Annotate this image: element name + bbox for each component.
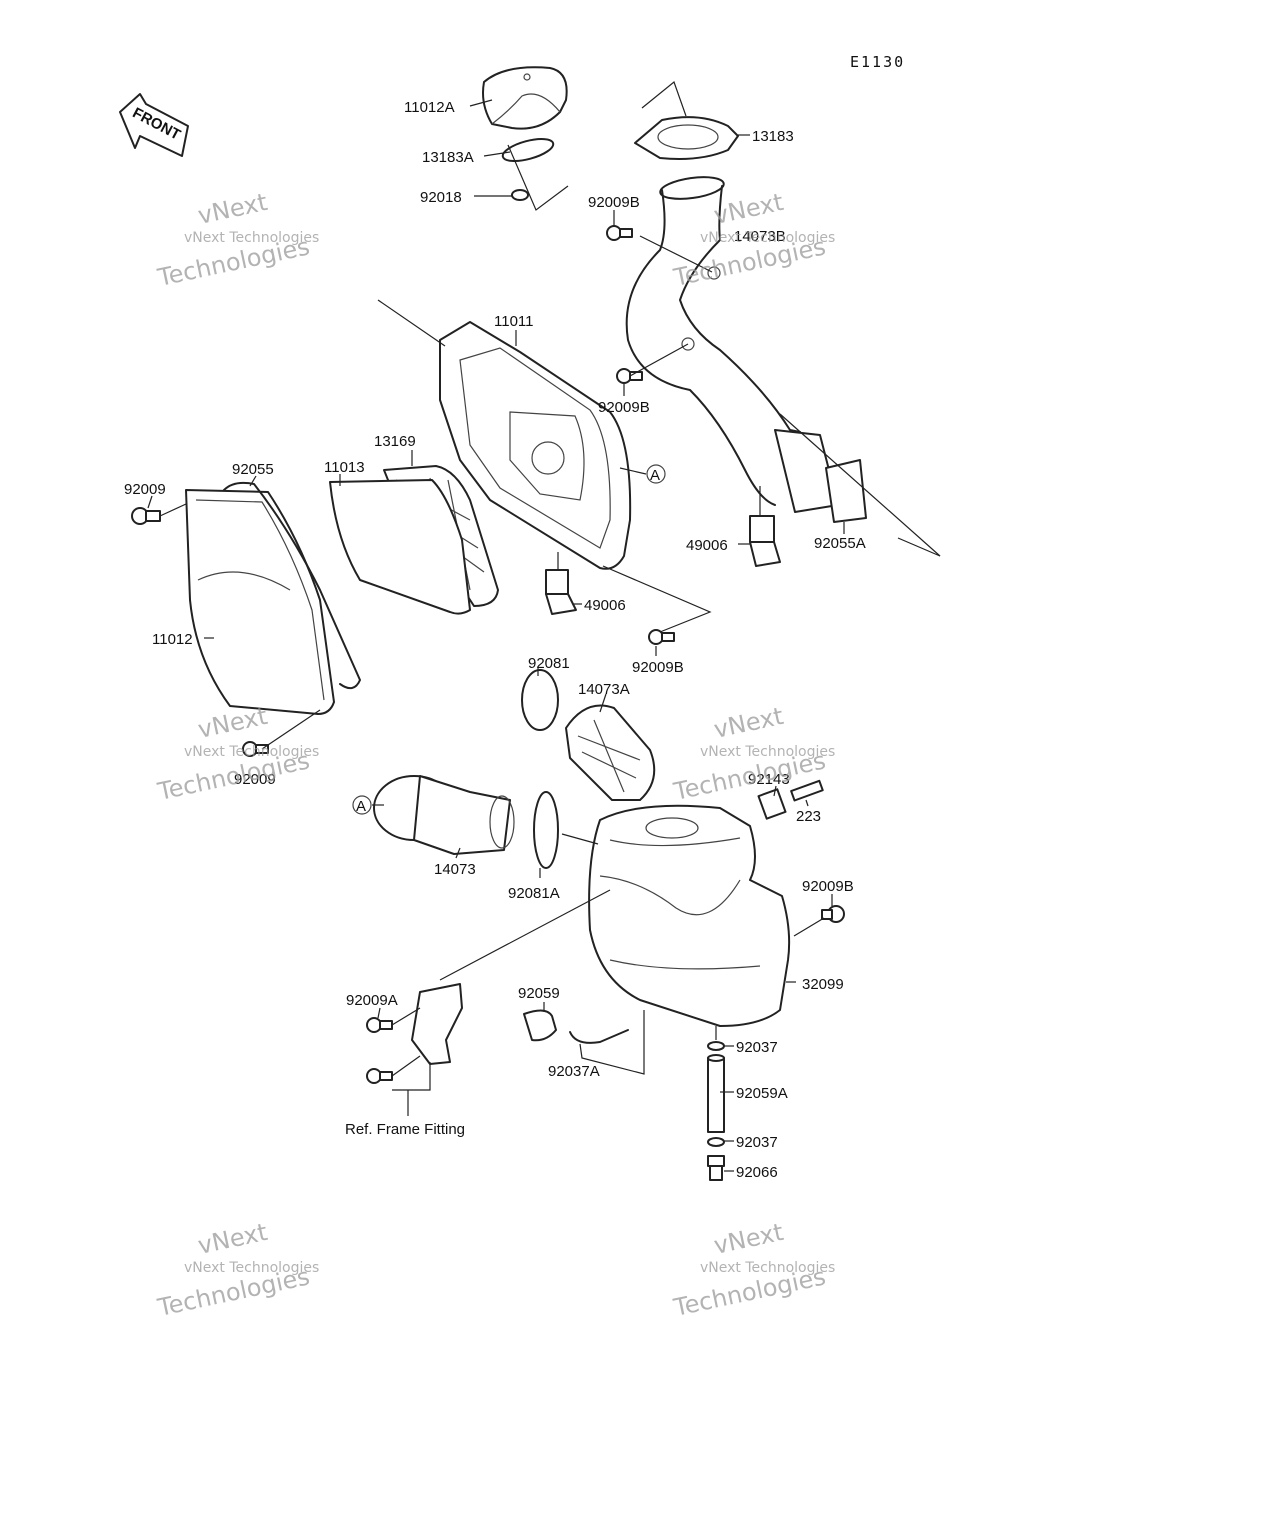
watermark-3: vNext Technologies vNext Technologies — [154, 702, 319, 806]
label-13183a: 13183A — [422, 149, 474, 166]
label-14073a: 14073A — [578, 681, 630, 698]
label-49006-1: 49006 — [584, 597, 626, 614]
label-13183: 13183 — [752, 128, 794, 145]
watermark-5: vNext Technologies vNext Technologies — [154, 1218, 319, 1322]
collar-92143 — [757, 788, 787, 820]
svg-text:vNext Technologies: vNext Technologies — [700, 1260, 835, 1276]
label-223: 223 — [796, 808, 821, 825]
label-14073: 14073 — [434, 861, 476, 878]
bolt-92009b-4-icon — [821, 905, 845, 923]
duct-14073b — [625, 176, 839, 513]
marker-a-2: A — [352, 795, 372, 815]
svg-text:A: A — [650, 467, 660, 484]
gasket-92055a — [825, 459, 867, 523]
watermark-1: vNext Technologies vNext Technologies — [154, 188, 319, 292]
svg-text:vNext: vNext — [711, 1218, 785, 1260]
label-92009-2: 92009 — [234, 771, 276, 788]
bolt-92009b-3-icon — [648, 629, 675, 645]
svg-text:vNext Technologies: vNext Technologies — [184, 1260, 319, 1276]
svg-text:vNext: vNext — [195, 1218, 269, 1260]
clip-92037-2 — [707, 1137, 725, 1147]
cover-11012 — [185, 489, 335, 715]
gasket-92055 — [223, 481, 361, 690]
svg-text:vNext Technologies: vNext Technologies — [184, 744, 319, 760]
plug-92066 — [707, 1155, 725, 1181]
bolt-92009b-1-icon — [606, 225, 633, 241]
label-11011: 11011 — [494, 313, 534, 330]
label-92081: 92081 — [528, 655, 570, 672]
clamp-92081 — [521, 669, 559, 731]
marker-a-1: A — [646, 464, 666, 484]
flange-13183 — [634, 116, 739, 160]
watermark-2: vNext Technologies vNext Technologies — [670, 188, 835, 292]
cap-11012a — [482, 66, 568, 130]
filter-11013 — [329, 479, 471, 615]
label-92059: 92059 — [518, 985, 560, 1002]
label-92143: 92143 — [748, 771, 790, 788]
gasket-13183a — [501, 138, 555, 162]
label-92018: 92018 — [420, 189, 462, 206]
bolt-92009a-icon — [366, 1017, 393, 1033]
cap-92059 — [523, 1009, 557, 1042]
label-92055a: 92055A — [814, 535, 866, 552]
label-11012: 11012 — [152, 631, 193, 648]
clip-92037-1 — [707, 1041, 725, 1051]
drain-49006-2 — [749, 515, 781, 567]
label-92009b-2: 92009B — [598, 399, 650, 416]
label-92037-2: 92037 — [736, 1134, 778, 1151]
svg-text:vNext Technologies: vNext Technologies — [184, 230, 319, 246]
svg-text:vNext Technologies: vNext Technologies — [700, 744, 835, 760]
label-13169: 13169 — [374, 433, 416, 450]
label-92009b-3: 92009B — [632, 659, 684, 676]
label-92037a: 92037A — [548, 1063, 600, 1080]
airbox-32099 — [588, 804, 791, 1027]
label-92037-1: 92037 — [736, 1039, 778, 1056]
watermark-6: vNext Technologies vNext Technologies — [670, 1218, 835, 1322]
bolt-223-icon — [790, 779, 824, 802]
bolt-frame-icon — [366, 1068, 393, 1084]
bracket — [411, 983, 463, 1065]
label-92009-1: 92009 — [124, 481, 166, 498]
bolt-92009-1-icon — [131, 507, 161, 525]
clip-92037a — [569, 1029, 629, 1044]
svg-text:A: A — [356, 798, 366, 815]
ref-frame-fitting-note: Ref. Frame Fitting — [345, 1121, 465, 1138]
label-92009a: 92009A — [346, 992, 398, 1009]
label-14073b: 14073B — [734, 228, 786, 245]
label-11012a: 11012A — [404, 99, 455, 116]
drain-49006-1 — [545, 569, 577, 615]
diagram-code: E1130 — [850, 53, 905, 71]
label-32099: 32099 — [802, 976, 844, 993]
label-92009b-4: 92009B — [802, 878, 854, 895]
label-92009b-1: 92009B — [588, 194, 640, 211]
label-92055: 92055 — [232, 461, 274, 478]
svg-text:vNext: vNext — [195, 702, 269, 744]
svg-text:vNext: vNext — [711, 188, 785, 230]
svg-text:vNext: vNext — [195, 188, 269, 230]
svg-text:vNext Technologies: vNext Technologies — [700, 230, 835, 246]
front-arrow-icon: FRONT — [119, 93, 189, 157]
label-92066: 92066 — [736, 1164, 778, 1181]
label-49006-2: 49006 — [686, 537, 728, 554]
boot-14073a — [565, 704, 656, 801]
hose-92059a — [707, 1054, 725, 1133]
airbox-11011 — [439, 321, 632, 570]
nut-92018 — [511, 189, 529, 201]
label-92059a: 92059A — [736, 1085, 788, 1102]
clamp-92081a — [533, 791, 559, 869]
label-92081a: 92081A — [508, 885, 560, 902]
label-11013: 11013 — [324, 459, 365, 476]
duct-14073 — [373, 775, 515, 855]
svg-text:vNext: vNext — [711, 702, 785, 744]
